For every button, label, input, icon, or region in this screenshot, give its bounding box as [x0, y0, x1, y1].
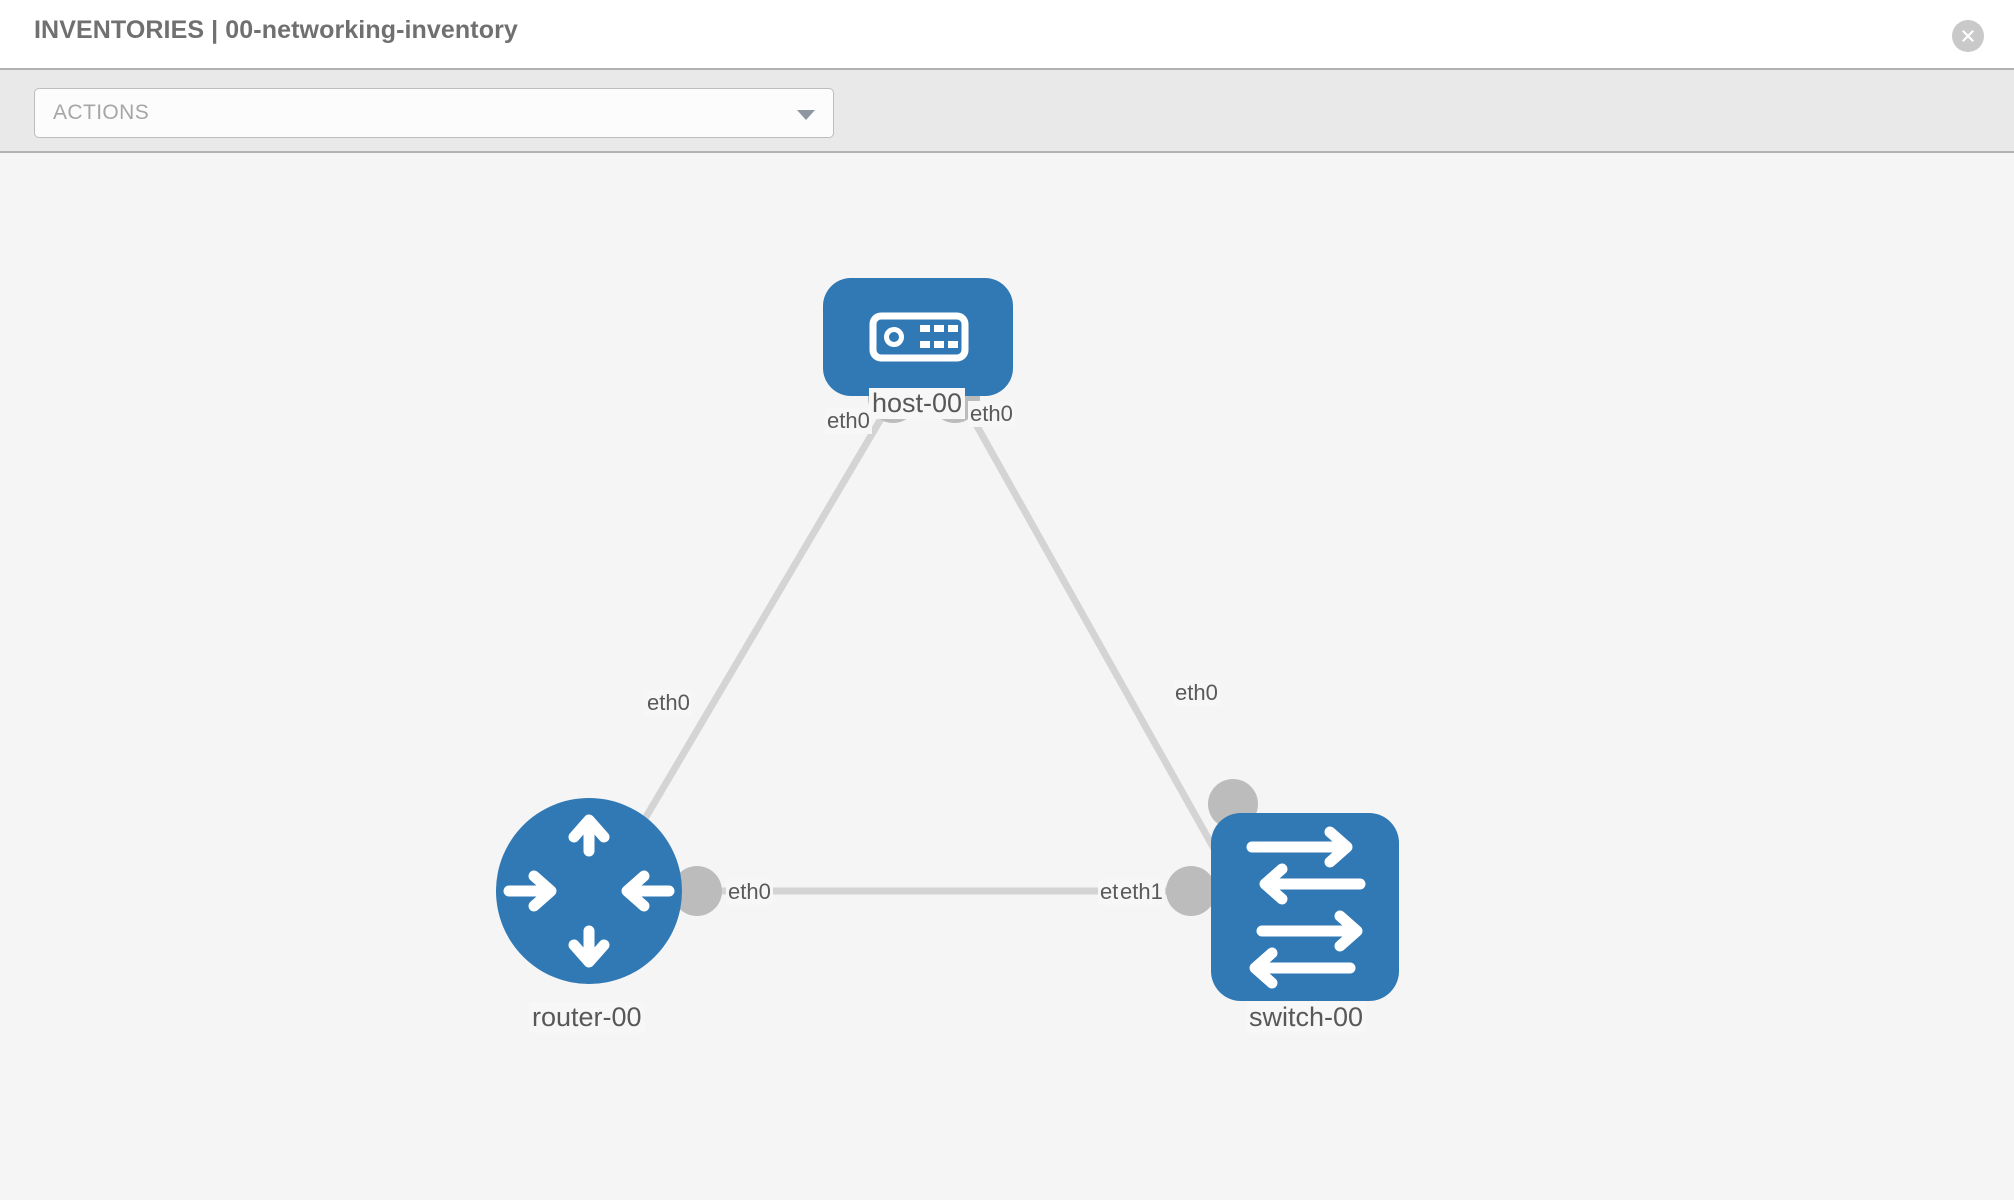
- edge-label-switch-up: eth0: [1173, 680, 1220, 706]
- actions-dropdown[interactable]: ACTIONS: [34, 88, 834, 138]
- node-label-switch-00: switch-00: [1246, 1002, 1367, 1033]
- close-glyph: [1962, 30, 1974, 42]
- chevron-down-icon: [797, 110, 815, 120]
- edge-label-host-left: eth0: [825, 408, 872, 434]
- page-header: INVENTORIES | 00-networking-inventory: [0, 0, 2014, 68]
- router-node-shape[interactable]: [496, 798, 682, 984]
- edge-label-router-right: eth0: [726, 879, 773, 905]
- node-label-host-00: host-00: [869, 388, 966, 419]
- topology-connectors: [672, 373, 1258, 916]
- edge-label-router-up: eth0: [645, 690, 692, 716]
- toolbar: ACTIONS: [0, 68, 2014, 206]
- page-title: INVENTORIES | 00-networking-inventory: [34, 16, 518, 44]
- switch-arrows-icon: [1246, 826, 1366, 989]
- node-router-00[interactable]: [496, 798, 682, 984]
- node-switch-00[interactable]: [1211, 813, 1399, 1001]
- host-node-shape[interactable]: [823, 278, 1013, 396]
- switch-node-shape[interactable]: [1211, 813, 1399, 1001]
- topology-graph: [496, 278, 1399, 1001]
- actions-dropdown-label: ACTIONS: [53, 101, 150, 124]
- connector-router-right[interactable]: [672, 866, 722, 916]
- topology-canvas[interactable]: eth0 eth0 eth0 eth0 eth0 eth0 eth1 host-…: [0, 153, 2014, 1200]
- connector-switch-left[interactable]: [1166, 866, 1216, 916]
- close-icon[interactable]: [1952, 20, 1984, 52]
- node-label-router-00: router-00: [529, 1002, 645, 1033]
- edge-label-switch-left-front: eth1: [1118, 879, 1165, 905]
- topology-links: [596, 376, 1244, 897]
- link-host-router[interactable]: [596, 376, 909, 897]
- node-host-00[interactable]: [823, 278, 1013, 396]
- server-icon: [869, 312, 969, 362]
- four-arrows-icon: [503, 814, 675, 968]
- link-host-switch[interactable]: [946, 376, 1244, 897]
- edge-label-host-right: eth0: [968, 401, 1015, 427]
